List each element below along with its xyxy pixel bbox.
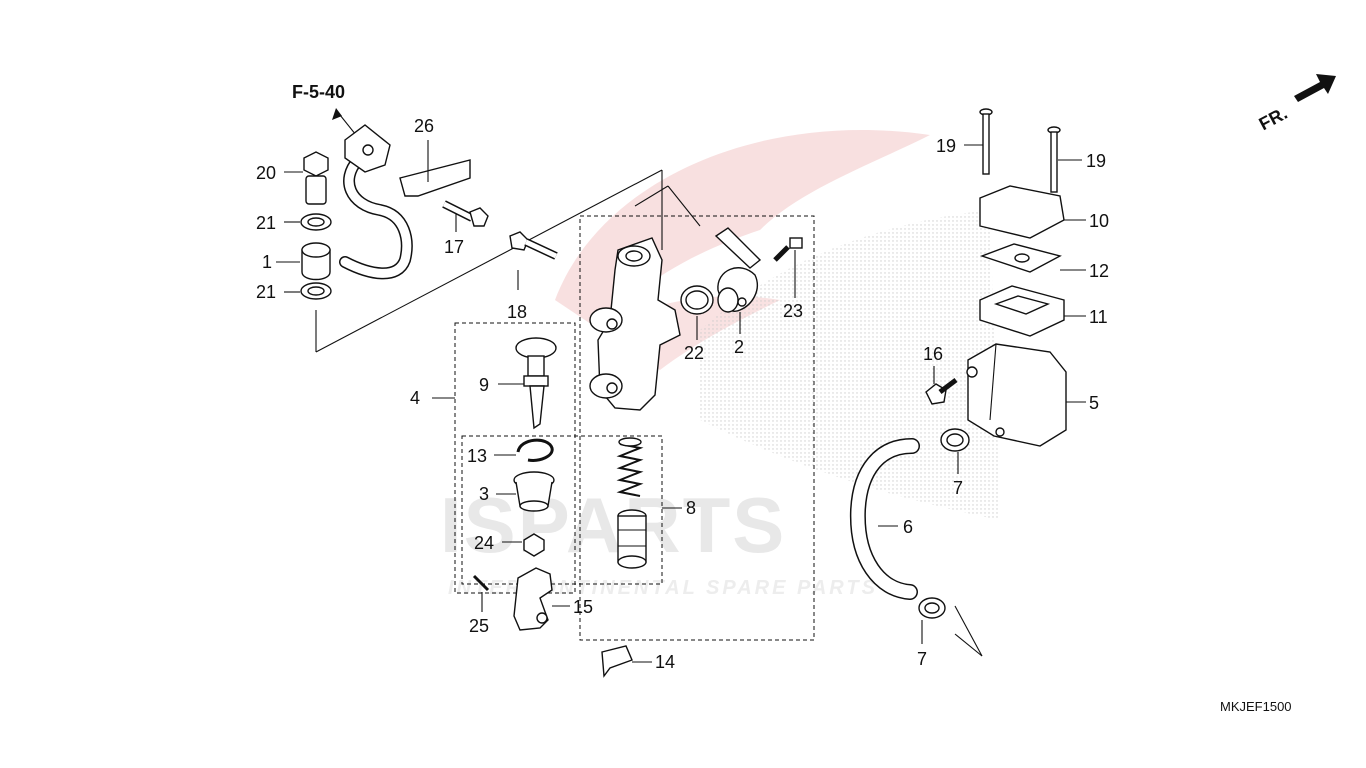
callout-24[interactable]: 24 [474,533,494,553]
cotter-pin-part[interactable] [472,574,490,592]
reservoir-hose-part[interactable] [849,438,920,600]
reference-arrowhead [332,108,342,120]
clevis-part[interactable] [513,567,553,631]
joint-leader-left [667,185,701,227]
joint-pin-part[interactable] [601,645,633,678]
leader-lines [276,140,1086,663]
reservoir-part[interactable] [966,343,1067,447]
clip-leader-a [954,605,983,657]
joint-part[interactable] [301,242,331,281]
callout-3[interactable]: 3 [479,484,489,504]
callout-8[interactable]: 8 [686,498,696,518]
joint-leader-right [634,185,669,207]
callout-15[interactable]: 15 [573,597,593,617]
boot-part[interactable] [513,471,555,512]
callout-5[interactable]: 5 [1089,393,1099,413]
reservoir-plate-hole [1014,253,1030,263]
bracket-bolt-part[interactable] [442,200,489,227]
nut-part[interactable] [523,533,545,557]
reservoir-diaphragm-inner [993,295,1051,315]
callout-7-upper[interactable]: 7 [953,478,963,498]
o-ring-inner [685,290,709,310]
piston-set-box [461,435,663,585]
piston-part[interactable] [617,509,647,569]
front-direction-label: FR. [1256,103,1291,134]
reference-label[interactable]: F-5-40 [292,82,345,102]
joint-screw-part[interactable] [773,237,803,262]
callout-26[interactable]: 26 [414,116,434,136]
oil-bolt-part[interactable] [303,151,329,205]
callout-20[interactable]: 20 [256,163,276,183]
watermark-brand: ISPARTS [440,481,786,569]
hose-assembly-line [315,169,663,353]
callout-21-upper[interactable]: 21 [256,213,276,233]
callout-1[interactable]: 1 [262,252,272,272]
spring-part[interactable] [616,437,644,497]
sealing-washer-upper-hole [307,217,325,227]
watermark-wing: ISPARTS INTERCONTINENTAL SPARE PARTS [440,129,1000,599]
callout-16[interactable]: 16 [923,344,943,364]
callout-23[interactable]: 23 [783,301,803,321]
callout-2[interactable]: 2 [734,337,744,357]
sealing-washer-lower-hole [307,286,325,296]
cap-screw-left-part[interactable] [979,108,993,175]
callout-12[interactable]: 12 [1089,261,1109,281]
reservoir-cap-part[interactable] [979,185,1065,239]
callout-11[interactable]: 11 [1089,307,1108,327]
hose-bracket-part[interactable] [399,159,471,197]
callout-21-lower[interactable]: 21 [256,282,276,302]
callout-19-left[interactable]: 19 [936,136,956,156]
callout-10[interactable]: 10 [1089,211,1109,231]
callout-22[interactable]: 22 [684,343,704,363]
watermark-tagline: INTERCONTINENTAL SPARE PARTS [448,577,878,599]
callout-18[interactable]: 18 [507,302,527,322]
reservoir-hose-joint-part[interactable] [714,227,762,313]
reservoir-screw-part[interactable] [925,378,958,405]
drawing-code: MKJEF1500 [1220,699,1292,714]
callout-17[interactable]: 17 [444,237,464,257]
cap-screw-right-part[interactable] [1047,126,1061,193]
callout-13[interactable]: 13 [467,446,487,466]
callout-25[interactable]: 25 [469,616,489,636]
piston-kit-box [454,322,576,594]
snap-ring-part[interactable] [516,438,554,462]
hose-clip-lower-part[interactable] [918,597,946,619]
clip-leader-b [954,633,983,657]
push-rod-part[interactable] [515,337,557,430]
mounting-bolt-part[interactable] [509,231,558,260]
front-direction-indicator: FR. [1256,74,1336,134]
callout-6[interactable]: 6 [903,517,913,537]
callout-14[interactable]: 14 [655,652,675,672]
hose-clip-upper-part[interactable] [940,428,970,452]
callout-9[interactable]: 9 [479,375,489,395]
callout-4[interactable]: 4 [410,388,420,408]
callout-19-right[interactable]: 19 [1086,151,1106,171]
master-cylinder-body-part[interactable] [589,237,681,411]
brake-hose-part[interactable] [339,124,413,280]
callout-labels: 1 2 3 4 5 6 7 7 8 9 10 11 12 13 14 15 16… [256,116,1109,672]
callout-7-lower[interactable]: 7 [917,649,927,669]
